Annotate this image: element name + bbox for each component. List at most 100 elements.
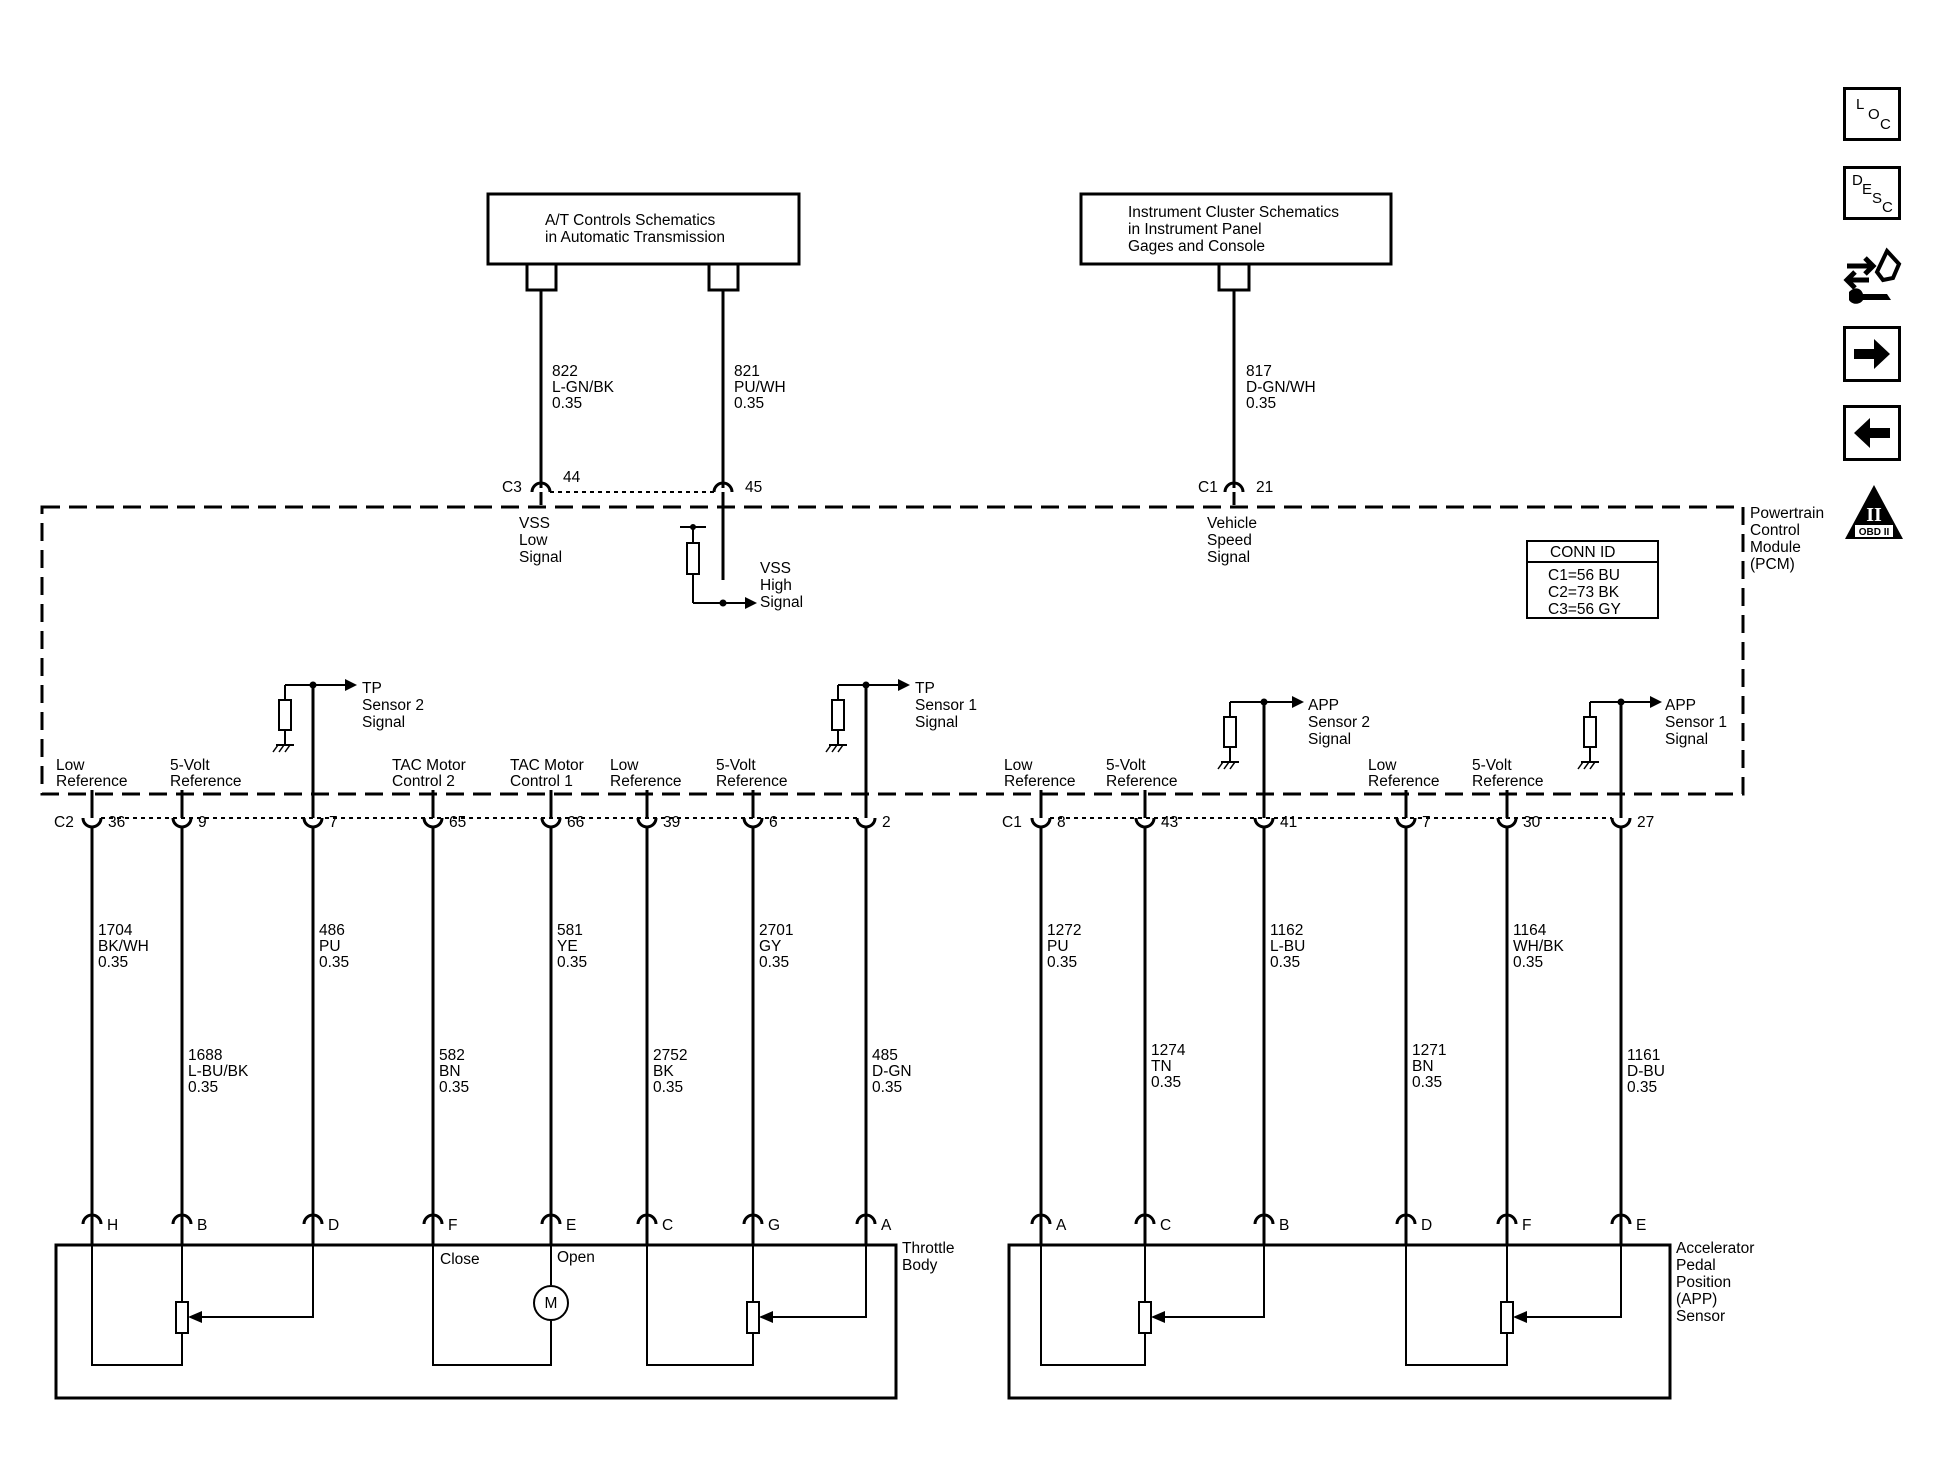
pin-number: 66 <box>567 814 584 831</box>
wire-color: L-BU <box>1270 938 1305 955</box>
wire-size: 0.35 <box>759 954 789 971</box>
instrument-cluster-box[interactable] <box>1079 192 1393 266</box>
pcm-name: Control <box>1750 522 1800 539</box>
component-pin <box>742 1213 764 1225</box>
at-controls-box[interactable] <box>486 192 801 266</box>
app-sensor-label: Sensor <box>1676 1308 1725 1325</box>
connector-repair-icon[interactable] <box>1843 246 1903 308</box>
vss-low-label: Low <box>519 532 548 549</box>
pcm-pin <box>302 817 324 829</box>
vehicle-speed-label: Signal <box>1207 549 1250 566</box>
instrument-cluster-line-1: Instrument Cluster Schematics <box>1128 204 1339 221</box>
component-pin-letter: D <box>328 1217 339 1234</box>
wire-size: 0.35 <box>98 954 128 971</box>
wire-circuit: 1164 <box>1513 922 1547 939</box>
previous-page-button[interactable] <box>1843 405 1901 461</box>
connector-label: C1 <box>1002 814 1022 831</box>
tp1-signal-label: Sensor 1 <box>915 697 977 714</box>
component-pin <box>422 1213 444 1225</box>
loc-button[interactable]: L O C <box>1843 87 1901 141</box>
wire-color: GY <box>759 938 781 955</box>
next-page-button[interactable] <box>1843 326 1901 382</box>
desc-button[interactable]: D E S C <box>1843 166 1901 220</box>
app2-signal-label: Sensor 2 <box>1308 714 1370 731</box>
pin-function-label: TAC Motor <box>392 757 466 774</box>
pin-function-label: Low <box>1368 757 1397 774</box>
conn-id-line: C3=56 GY <box>1548 601 1621 618</box>
pin-number: 8 <box>1057 814 1066 831</box>
wire-size: 0.35 <box>319 954 349 971</box>
component-pin-letter: E <box>1636 1217 1646 1234</box>
app-sensor-label: Pedal <box>1676 1257 1716 1274</box>
wire-color: PU/WH <box>734 379 786 396</box>
component-pin <box>1030 1213 1052 1225</box>
vss-low-label: VSS <box>519 515 550 532</box>
pin-function-label: 5-Volt <box>1472 757 1512 774</box>
vss-high-label: High <box>760 577 792 594</box>
component-pin <box>302 1213 324 1225</box>
pin-number: 39 <box>663 814 680 831</box>
pin-number: 7 <box>329 814 338 831</box>
pull-down-resistor-icon <box>1223 716 1237 748</box>
pin-function-label: Reference <box>716 773 788 790</box>
wire-circuit: 1161 <box>1627 1047 1660 1064</box>
pin-function-label: 5-Volt <box>170 757 210 774</box>
wire-size: 0.35 <box>1412 1074 1442 1091</box>
pcm-pin <box>171 817 193 829</box>
pcm-name: (PCM) <box>1750 556 1795 573</box>
wire-circuit: 817 <box>1246 363 1272 380</box>
pcm-name: Module <box>1750 539 1801 556</box>
app1-signal-label: Sensor 1 <box>1665 714 1727 731</box>
tp1-signal-label: Signal <box>915 714 958 731</box>
pcm-pin <box>855 817 877 829</box>
component-pin-letter: C <box>662 1217 673 1234</box>
wire-circuit: 581 <box>557 922 583 939</box>
pin-number: 41 <box>1280 814 1297 831</box>
wire-circuit: 1688 <box>188 1047 222 1064</box>
pcm-pin <box>742 817 764 829</box>
wire-color: WH/BK <box>1513 938 1564 955</box>
obd-ii-button[interactable]: II OBD II <box>1843 483 1905 543</box>
vss-low-label: Signal <box>519 549 562 566</box>
component-pin-letter: F <box>448 1217 457 1234</box>
pin-function-label: TAC Motor <box>510 757 584 774</box>
svg-text:II: II <box>1866 504 1882 526</box>
pin-function-label: Low <box>56 757 85 774</box>
pin-function-label: Reference <box>610 773 682 790</box>
component-pin <box>81 1213 103 1225</box>
app1-signal-label: Signal <box>1665 731 1708 748</box>
at-controls-line-1: A/T Controls Schematics <box>545 212 716 229</box>
wire-size: 0.35 <box>439 1079 469 1096</box>
wire-size: 0.35 <box>1246 395 1276 412</box>
pin-number: 43 <box>1161 814 1178 831</box>
conn-id-line: C1=56 BU <box>1548 567 1620 584</box>
wire-color: D-BU <box>1627 1063 1665 1080</box>
pin-function-label: 5-Volt <box>1106 757 1146 774</box>
arrow-right-icon <box>1854 339 1890 369</box>
pin-number: 21 <box>1256 479 1273 496</box>
vss-high-label: Signal <box>760 594 803 611</box>
wire-circuit: 2752 <box>653 1047 687 1064</box>
wire-color: PU <box>1047 938 1069 955</box>
app-sensor-box <box>1007 1243 1672 1400</box>
wire-size: 0.35 <box>872 1079 902 1096</box>
wire-circuit: 2701 <box>759 922 793 939</box>
app-sensor-label: Position <box>1676 1274 1731 1291</box>
pin-number: 45 <box>745 479 762 496</box>
pin-function-label: Control 1 <box>510 773 573 790</box>
tp2-signal-label: TP <box>362 680 382 697</box>
vehicle-speed-label: Vehicle <box>1207 515 1257 532</box>
pin-number: 44 <box>563 469 581 486</box>
wire-color: BK/WH <box>98 938 149 955</box>
wire-size: 0.35 <box>1627 1079 1657 1096</box>
pin-number: 30 <box>1523 814 1541 831</box>
pin-function-label: Reference <box>1106 773 1178 790</box>
instrument-cluster-line-3: Gages and Console <box>1128 238 1265 255</box>
throttle-body-box <box>54 1243 898 1400</box>
pin-function-label: Low <box>610 757 639 774</box>
pin-number: 36 <box>108 814 125 831</box>
wire-color: BK <box>653 1063 674 1080</box>
app-sensor-label: Accelerator <box>1676 1240 1754 1257</box>
component-pin <box>1134 1213 1156 1225</box>
